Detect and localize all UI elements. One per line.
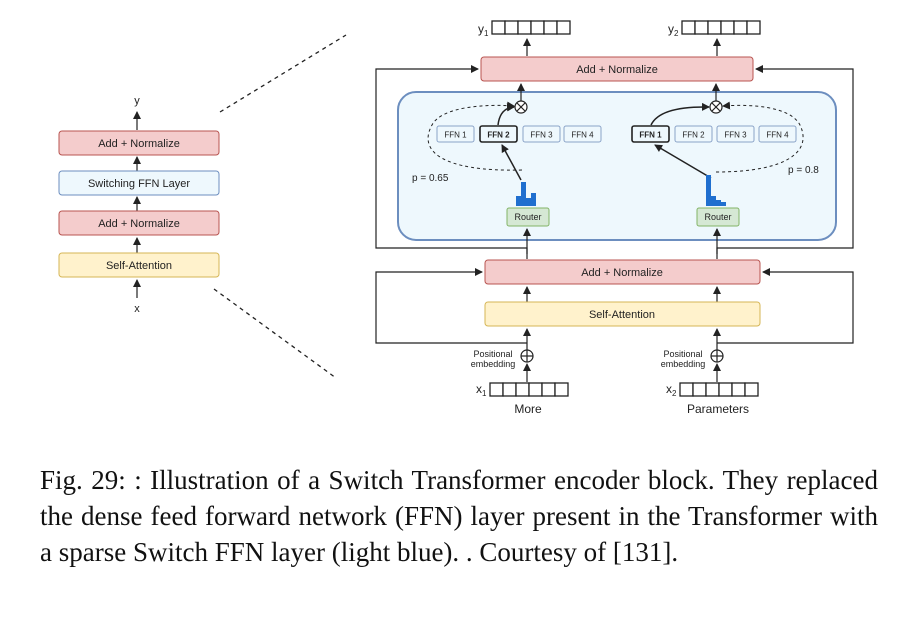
positional-add-node-right xyxy=(710,349,724,363)
router-right xyxy=(696,207,740,227)
figure-caption: Fig. 29: : Illustration of a Switch Tran… xyxy=(40,465,878,567)
left-input-label: x xyxy=(134,303,140,315)
svg-text:FFN 2: FFN 2 xyxy=(682,131,705,140)
right-add-normalize-top xyxy=(480,56,754,82)
right-ffn-4 xyxy=(758,125,797,143)
svg-text:FFN 3: FFN 3 xyxy=(724,131,747,140)
left-prob-label: p = 0.65 xyxy=(412,173,449,184)
right-self-attention-label: Self-Attention xyxy=(589,309,655,321)
left-router-histogram xyxy=(516,182,536,206)
right-self-attention xyxy=(484,301,761,327)
left-ffn-2-selected xyxy=(479,125,518,143)
right-ffn-2 xyxy=(674,125,713,143)
svg-text:FFN 1: FFN 1 xyxy=(444,131,467,140)
left-ffn-4 xyxy=(563,125,602,143)
right-ffn-1-selected xyxy=(631,125,670,143)
right-gate-prob-path xyxy=(715,101,804,173)
svg-text:FFN 4: FFN 4 xyxy=(766,131,789,140)
left-switching-ffn-label: Switching FFN Layer xyxy=(88,178,190,190)
positional-embedding-left-line1: Positional xyxy=(473,349,512,359)
left-self-attention xyxy=(58,252,220,278)
left-ffn-1 xyxy=(436,125,475,143)
left-add-normalize-bottom xyxy=(58,210,220,236)
input-vector-2: x2 xyxy=(666,382,759,398)
zoom-line-bottom xyxy=(213,288,337,379)
svg-text:FFN 3: FFN 3 xyxy=(530,131,553,140)
zoom-line-top xyxy=(219,34,347,113)
left-self-attention-label: Self-Attention xyxy=(106,260,172,272)
input-vector-1: x1 xyxy=(476,382,569,398)
right-add-normalize-bottom xyxy=(484,259,761,285)
left-add-normalize-top-label: Add + Normalize xyxy=(98,138,180,150)
input-word-2: Parameters xyxy=(687,402,749,416)
svg-text:y1: y1 xyxy=(478,22,489,38)
left-output-label: y xyxy=(134,95,140,107)
multiply-node-right xyxy=(709,100,723,114)
svg-text:x1: x1 xyxy=(476,382,487,398)
right-ffn-3 xyxy=(716,125,755,143)
right-add-normalize-bottom-label: Add + Normalize xyxy=(581,267,663,279)
residual-connection-left-lower xyxy=(375,268,527,344)
right-encoder-block: y1 y2 Add + Normalize xyxy=(375,20,854,416)
svg-text:y2: y2 xyxy=(668,22,679,38)
switch-transformer-diagram: y Add + Normalize Switching FFN Layer Ad… xyxy=(58,20,854,416)
output-vector-1: y1 xyxy=(478,20,571,38)
svg-text:FFN 1: FFN 1 xyxy=(639,131,662,140)
left-add-normalize-top xyxy=(58,130,220,156)
multiply-node-left xyxy=(514,100,528,114)
output-vector-2: y2 xyxy=(668,20,761,38)
left-add-normalize-bottom-label: Add + Normalize xyxy=(98,218,180,230)
positional-embedding-left-line2: embedding xyxy=(471,359,516,369)
router-left xyxy=(506,207,550,227)
positional-embedding-right-line2: embedding xyxy=(661,359,706,369)
input-word-1: More xyxy=(514,402,542,416)
left-encoder-block: y Add + Normalize Switching FFN Layer Ad… xyxy=(58,95,220,315)
left-ffn-3 xyxy=(522,125,561,143)
positional-add-node-left xyxy=(520,349,534,363)
svg-text:x2: x2 xyxy=(666,382,677,398)
left-switching-ffn-layer xyxy=(58,170,220,196)
right-prob-label: p = 0.8 xyxy=(788,165,819,176)
right-add-normalize-top-label: Add + Normalize xyxy=(576,64,658,76)
left-gate-prob-path xyxy=(427,101,523,171)
positional-embedding-right-line1: Positional xyxy=(663,349,702,359)
right-router-histogram xyxy=(706,175,726,206)
svg-text:FFN 2: FFN 2 xyxy=(487,131,510,140)
svg-text:FFN 4: FFN 4 xyxy=(571,131,594,140)
router-left-label: Router xyxy=(514,212,541,222)
residual-connection-right-lower xyxy=(717,268,854,344)
router-right-label: Router xyxy=(704,212,731,222)
